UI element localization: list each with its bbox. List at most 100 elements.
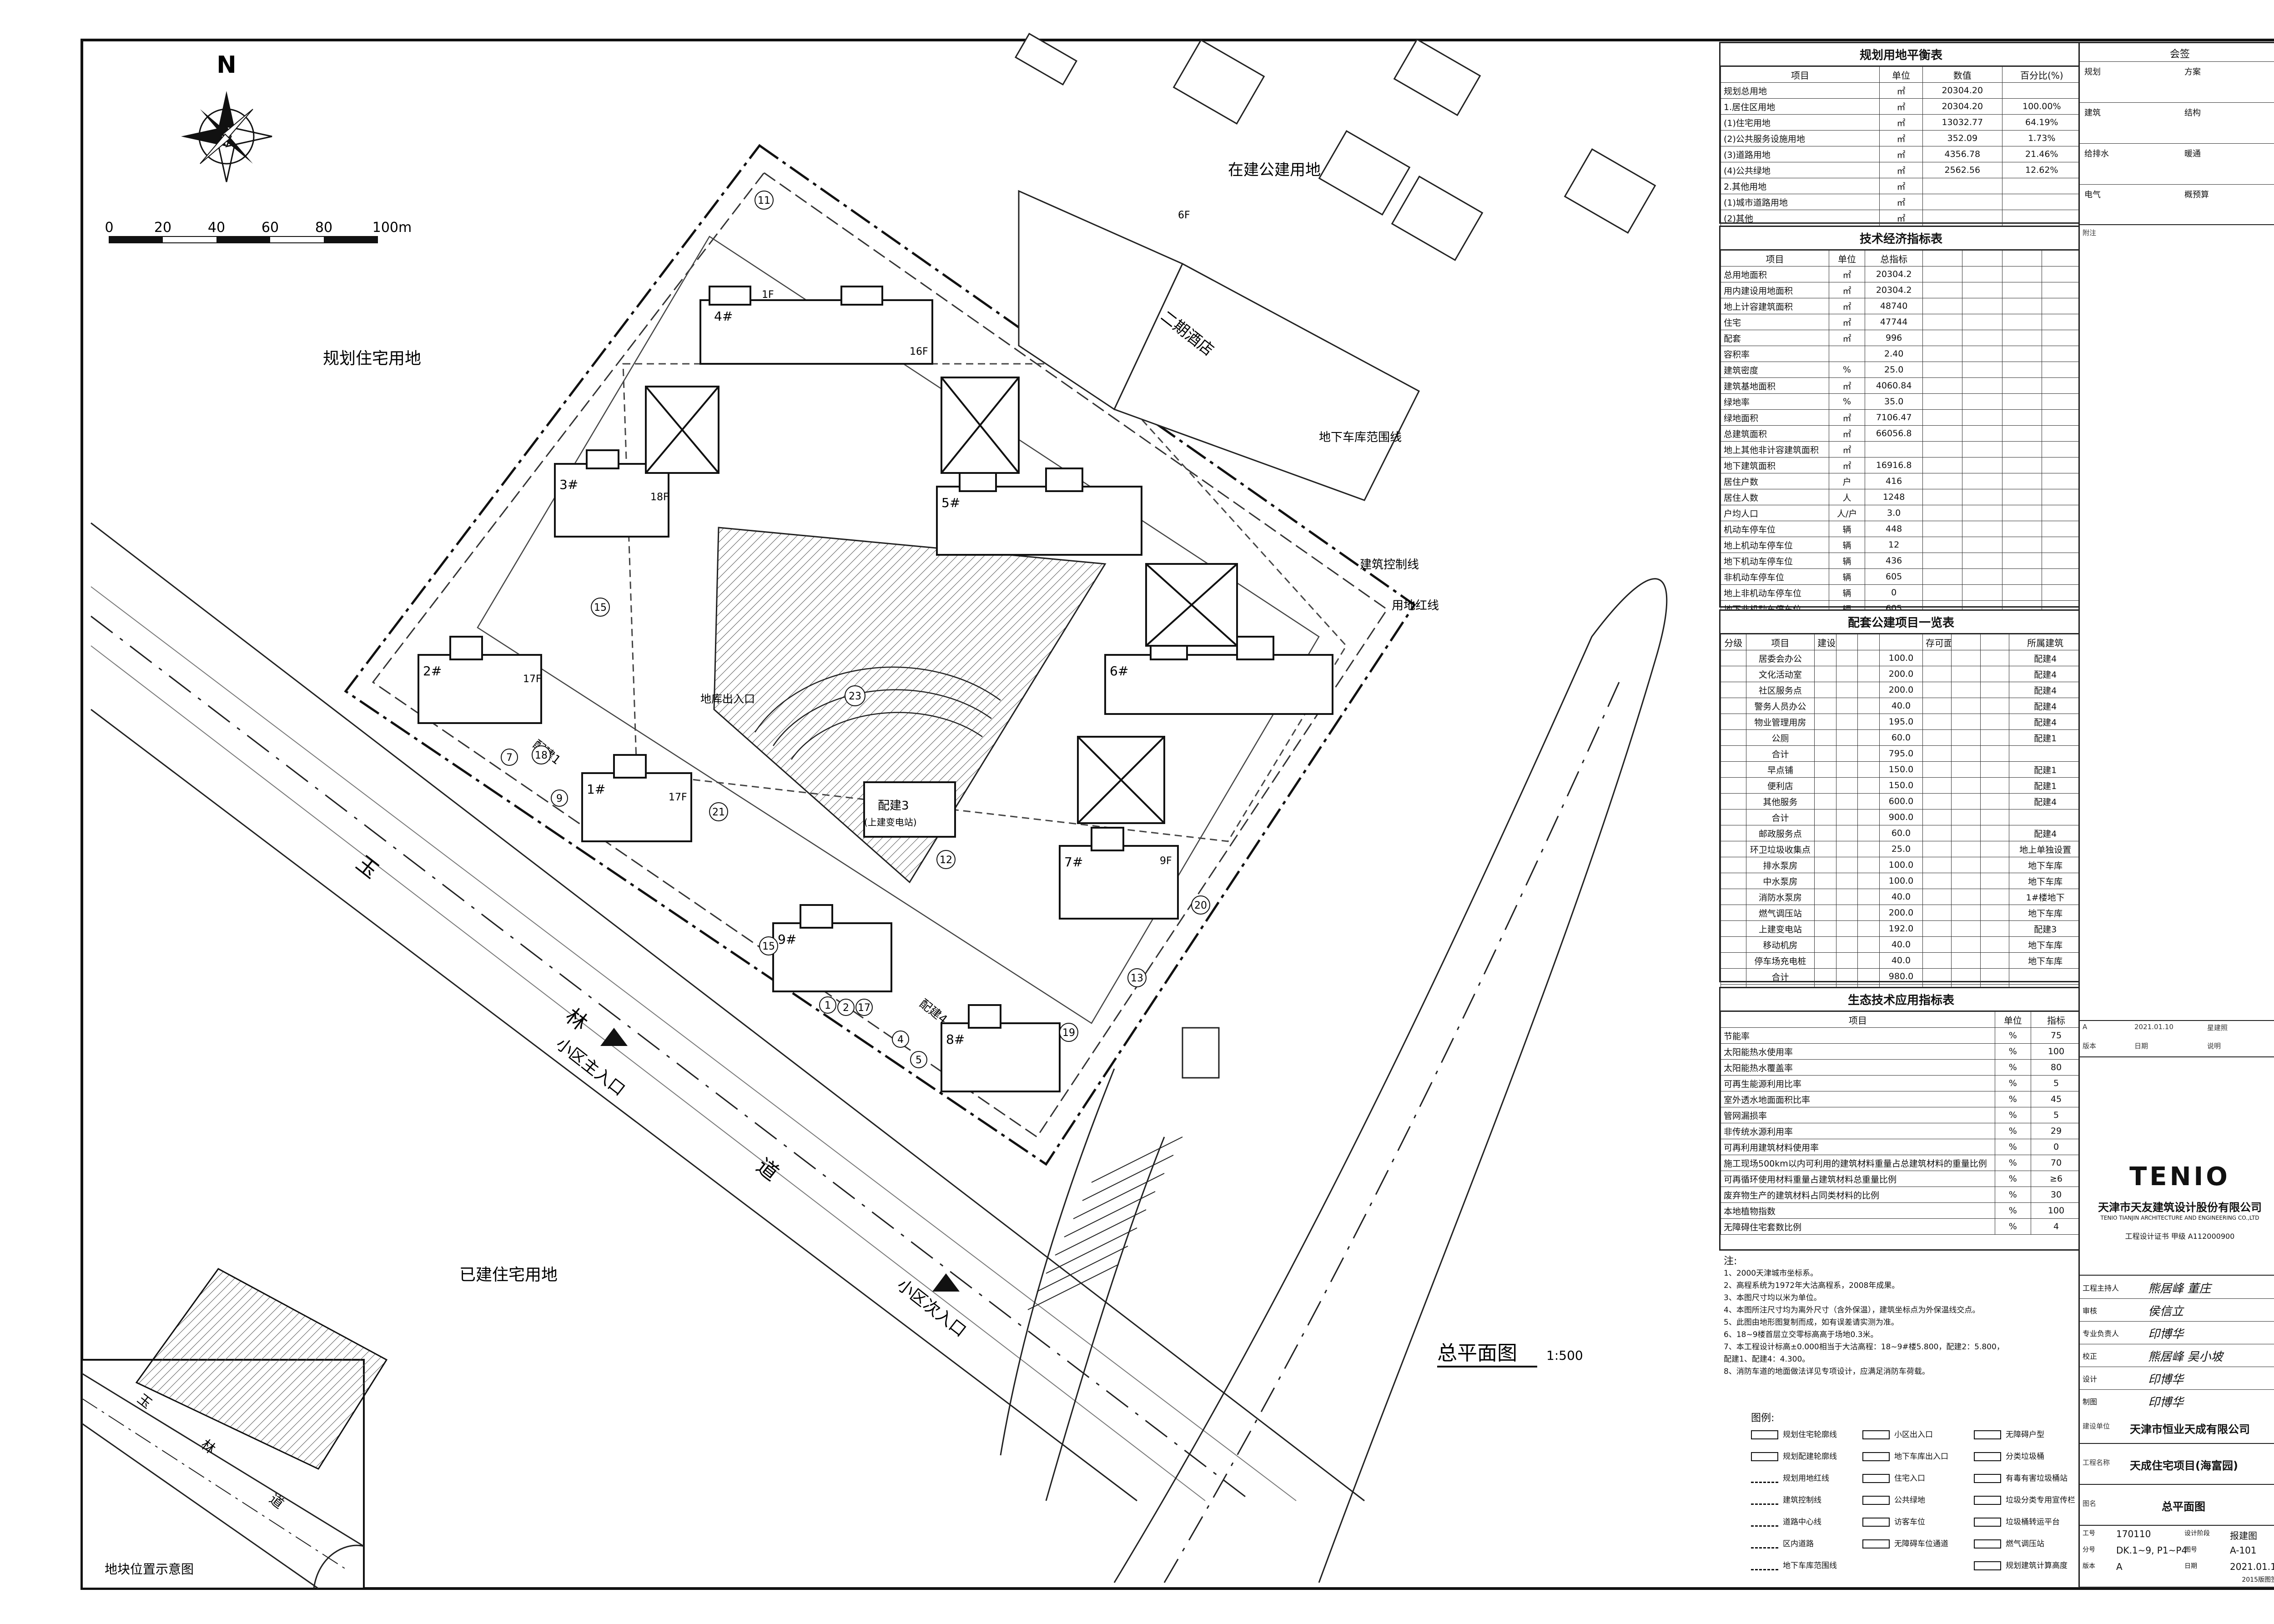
table-cell: [1962, 568, 2002, 585]
table-cell: 100.0: [1879, 650, 1923, 666]
staff-role: 专业负责人: [2083, 1329, 2119, 1338]
table-cell: [1962, 346, 2002, 362]
table-cell: 436: [1865, 553, 1923, 569]
table-cell: [1857, 873, 1880, 889]
meta-cell: 170110: [2116, 1528, 2151, 1539]
table-cell: 消防水泵房: [1746, 889, 1815, 905]
svg-text:17: 17: [858, 1002, 870, 1014]
legend-swatch-icon: [1862, 1430, 1890, 1439]
legend-label: 地下车库范围线: [1783, 1561, 1837, 1570]
table-cell: 0: [1865, 584, 1923, 601]
scale-bar: 0 20 40 60 80 100m: [105, 220, 412, 243]
table-cell: 机动车停车位: [1721, 521, 1829, 537]
legend-label: 燃气调压站: [2006, 1539, 2044, 1549]
table-cell: [1836, 968, 1858, 985]
table-row: 管网漏损率%5: [1721, 1107, 2082, 1123]
scale-tick: 40: [208, 220, 225, 236]
table-cell: [1922, 568, 1963, 585]
table-cell: 配建4: [2009, 793, 2082, 809]
table-cell: [1857, 698, 1880, 714]
pei-jian-label: 配建3: [878, 799, 909, 813]
table-cell: [2002, 441, 2042, 458]
table-cell: 600.0: [1879, 793, 1923, 809]
legend-swatch-icon: [1751, 1496, 1778, 1505]
table-cell: 建筑密度: [1721, 362, 1829, 378]
table-cell: [1814, 920, 1836, 937]
table-cell: 13032.77: [1922, 114, 2002, 131]
table-cell: [1951, 682, 1981, 698]
note-item: 2、高程系统为1972年大沽高程系，2008年成果。: [1724, 1281, 1900, 1290]
version-desc: 星建照: [2207, 1024, 2228, 1032]
building-label: 9#: [778, 932, 796, 947]
table-cell: [1980, 745, 2010, 762]
table-cell: [1721, 682, 1746, 698]
table-cell: 900.0: [1879, 809, 1923, 825]
table-cell: %: [1994, 1187, 2031, 1203]
table-cell: [1922, 521, 1963, 537]
table-cell: [1951, 936, 1981, 953]
marker: 17: [855, 999, 873, 1016]
label-public-building: 在建公建用地: [1228, 161, 1321, 179]
table-cell: [2041, 346, 2082, 362]
table-header-cell: 单位: [1994, 1011, 2031, 1028]
table-cell: [1857, 793, 1880, 809]
legend-swatch-icon: [1974, 1452, 2001, 1461]
legend-swatch-icon: [1974, 1430, 2001, 1439]
table-cell: [1857, 857, 1880, 873]
table-cell: 地上单独设置: [2009, 841, 2082, 857]
table-header-row: 分级项目建设规模存可面积所属建筑: [1721, 634, 2082, 650]
table-cell: [1836, 729, 1858, 746]
table-cell: [2009, 745, 2082, 762]
notes: 注: 1、2000天津城市坐标系。2、高程系统为1972年大沽高程系，2008年…: [1724, 1255, 2078, 1378]
legend-label: 垃圾桶转运平台: [2006, 1518, 2060, 1527]
version-head: 日期: [2134, 1042, 2148, 1050]
note-item: 8、消防车道的地面做法详见专项设计，应满足消防车荷载。: [1724, 1367, 1930, 1376]
table-header-cell: 单位: [1828, 250, 1866, 266]
table-cell: 30: [2030, 1187, 2082, 1203]
table-cell: 用内建设用地面积: [1721, 282, 1829, 298]
table-cell: [1962, 409, 2002, 426]
table-cell: [2002, 393, 2042, 410]
table-cell: [2041, 441, 2082, 458]
legend-swatch-icon: [1751, 1561, 1778, 1570]
table-cell: [1922, 194, 2002, 210]
legend-item: 无障碍户型: [1974, 1428, 2044, 1439]
meta-cell: DK.1~9, P1~P4: [2116, 1545, 2188, 1556]
legend-swatch-icon: [1751, 1539, 1778, 1549]
table-cell: %: [1994, 1075, 2031, 1091]
table-cell: ㎡: [1828, 425, 1866, 442]
table-cell: [2002, 505, 2042, 521]
marker: 19: [1059, 1023, 1078, 1042]
note-item: 5、此图由地形图复制而成，如有误差请实测为准。: [1724, 1318, 1899, 1327]
table-cell: 配建4: [2009, 825, 2082, 841]
legend-item: 道路中心线: [1751, 1515, 1821, 1527]
table-cell: [1922, 584, 1963, 601]
pavilion-3: [1145, 563, 1238, 647]
table-cell: [1857, 809, 1880, 825]
table-cell: 2.其他用地: [1721, 178, 1880, 194]
marker: 12: [936, 850, 956, 869]
table-cell: [1814, 793, 1836, 809]
floor-label: 1F: [762, 289, 774, 301]
legend-swatch-icon: [1751, 1452, 1778, 1461]
staff-role: 审核: [2083, 1307, 2098, 1315]
legend-label: 地下车库出入口: [1894, 1452, 1948, 1461]
table-cell: 40.0: [1879, 952, 1923, 969]
meta-cell: 设计阶段: [2184, 1530, 2210, 1537]
note-item: 4、本图所注尺寸均为离外尺寸（含外保温），建筑坐标点为外保温线交点。: [1724, 1306, 1980, 1315]
scale-tick: 60: [262, 220, 279, 236]
staff-row: 校正熊居峰 吴小坡: [2080, 1344, 2274, 1367]
table-cell: 16916.8: [1865, 457, 1923, 473]
table-row: 室外透水地面面积比率%45: [1721, 1091, 2082, 1107]
table-cell: 70: [2030, 1155, 2082, 1171]
table-cell: [1857, 920, 1880, 937]
table-cell: 35.0: [1865, 393, 1923, 410]
table-cell: [1951, 745, 1981, 762]
sub-entry-arrow-icon: [932, 1273, 960, 1292]
